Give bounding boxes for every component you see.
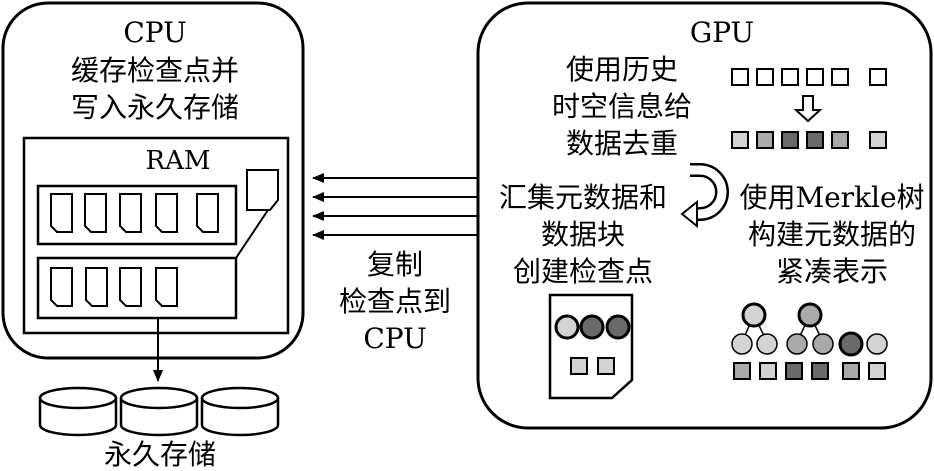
persistent-storage: 永久存储 [38, 386, 280, 471]
data-chunk [759, 362, 777, 380]
data-chunk [731, 68, 749, 86]
deduped-data-chunks [731, 131, 887, 149]
data-chunk [842, 362, 860, 380]
gpu-dedup-line1: 使用历史 [566, 53, 678, 86]
ram-label: RAM [146, 146, 211, 176]
checkpoint-page [119, 193, 142, 233]
merkle-leaf-node [731, 333, 753, 355]
data-chunk [731, 131, 749, 149]
data-chunk [831, 68, 849, 86]
cpu-desc-line1: 缓存检查点并 [71, 54, 239, 87]
checkpoint-page [119, 267, 142, 307]
merkle-root-node [797, 302, 823, 328]
checkpoint-page [155, 193, 178, 233]
checkpoint-page [196, 193, 219, 233]
data-chunk [756, 68, 774, 86]
gpu-title: GPU [690, 16, 754, 49]
storage-disk-icon [200, 386, 280, 437]
data-chunk [785, 362, 803, 380]
storage-disk-icon [38, 386, 118, 437]
transfer-label-line2: 检查点到 [339, 285, 451, 318]
data-chunk [756, 131, 774, 149]
raw-data-chunks [731, 68, 887, 86]
checkpoint-document-icon [548, 293, 634, 400]
data-chunk [733, 362, 751, 380]
checkpoint-page [50, 267, 73, 307]
merkle-tree [731, 302, 888, 380]
merkle-leaf-node [838, 331, 864, 357]
data-chunk [781, 131, 799, 149]
data-chunk [570, 357, 588, 375]
metadata-node [579, 314, 605, 340]
gpu-aggregate-line3: 创建检查点 [513, 255, 653, 288]
data-chunk [806, 68, 824, 86]
data-chunk [831, 131, 849, 149]
gpu-merkle-line1: 使用Merkle树 [739, 181, 924, 214]
checkpoint-page [85, 267, 108, 307]
data-chunk [869, 68, 887, 86]
curved-flow-arrow-icon [680, 163, 729, 229]
gpu-panel: GPU 使用历史 时空信息给 数据去重 [476, 1, 933, 430]
gpu-merkle-line3: 紧凑表示 [776, 255, 888, 288]
merkle-leaf-node [786, 333, 808, 355]
data-chunk [868, 362, 886, 380]
metadata-node [605, 314, 631, 340]
gpu-aggregate-line1: 汇集元数据和 [499, 181, 667, 214]
merkle-leaf-node [756, 333, 778, 355]
storage-label: 永久存储 [104, 438, 216, 471]
gpu-aggregate-line2: 数据块 [541, 218, 625, 251]
gpu-dedup-line2: 时空信息给 [552, 90, 692, 123]
transfer-label-line3: CPU [363, 322, 426, 355]
incoming-checkpoint-page [246, 169, 279, 211]
transfer-label-line1: 复制 [367, 248, 423, 281]
merkle-leaf-node [866, 333, 888, 355]
cpu-title: CPU [123, 16, 186, 49]
data-chunk [781, 68, 799, 86]
gpu-merkle-line2: 构建元数据的 [748, 218, 916, 251]
down-arrow-icon [793, 95, 823, 123]
checkpoint-page [50, 193, 73, 233]
merkle-leaf-node [812, 333, 834, 355]
data-chunk [811, 362, 829, 380]
storage-disk-icon [119, 386, 199, 437]
cpu-panel: CPU 缓存检查点并 写入永久存储 RAM [1, 1, 305, 382]
data-chunk [597, 357, 615, 375]
checkpoint-page [84, 193, 107, 233]
merkle-root-node [741, 302, 767, 328]
transfer-arrows: 复制 检查点到 CPU [312, 173, 478, 355]
gpu-dedup-line3: 数据去重 [566, 127, 678, 160]
checkpoint-page [155, 267, 178, 307]
data-chunk [806, 131, 824, 149]
data-chunk [869, 131, 887, 149]
cpu-desc-line2: 写入永久存储 [71, 91, 239, 124]
metadata-node [554, 314, 580, 340]
